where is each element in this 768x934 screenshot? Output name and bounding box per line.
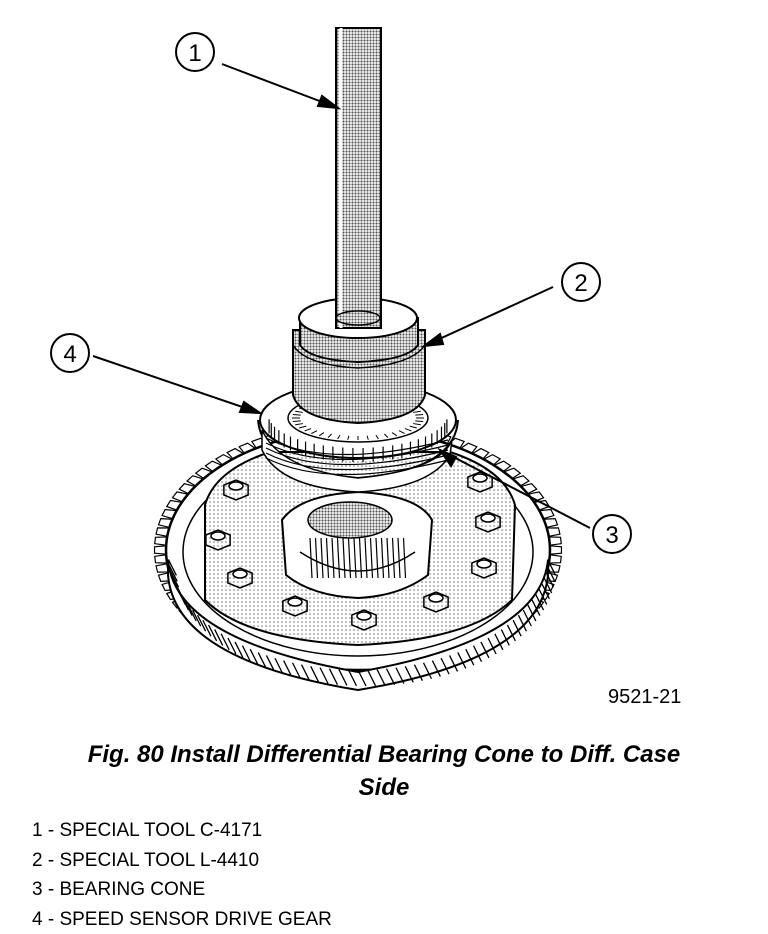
legend-item: 2 - SPECIAL TOOL L-4410 bbox=[32, 849, 260, 871]
svg-text:4: 4 bbox=[63, 341, 76, 368]
callout-4: 4 bbox=[50, 333, 90, 373]
callout-2: 2 bbox=[561, 262, 601, 302]
speed-sensor-drive-gear bbox=[261, 429, 453, 493]
ring-gear-bolts bbox=[205, 471, 501, 631]
legend-item: 3 - BEARING CONE bbox=[32, 879, 206, 900]
callout-1: 1 bbox=[175, 32, 215, 72]
callout-3: 3 bbox=[592, 514, 632, 554]
special-tool-c-4171 bbox=[335, 27, 382, 329]
special-tool-l-4410 bbox=[292, 297, 426, 425]
figure-id-label: 9521-21 bbox=[608, 686, 682, 708]
caption-line-1: Fig. 80 Install Differential Bearing Con… bbox=[87, 741, 681, 768]
svg-text:2: 2 bbox=[574, 270, 587, 297]
legend-item: 1 - SPECIAL TOOL C-4171 bbox=[32, 820, 263, 841]
svg-text:1: 1 bbox=[188, 40, 201, 67]
leader-lines bbox=[92, 63, 591, 529]
parts-legend: 1 - SPECIAL TOOL C-4171 2 - SPECIAL TOOL… bbox=[32, 816, 332, 934]
legend-item: 4 - SPEED SENSOR DRIVE GEAR bbox=[32, 908, 332, 930]
caption-line-2: Side bbox=[358, 774, 410, 801]
figure-caption: Fig. 80 Install Differential Bearing Con… bbox=[10, 738, 758, 804]
differential-diagram: 1 2 3 4 bbox=[50, 27, 632, 692]
svg-text:3: 3 bbox=[605, 522, 618, 549]
